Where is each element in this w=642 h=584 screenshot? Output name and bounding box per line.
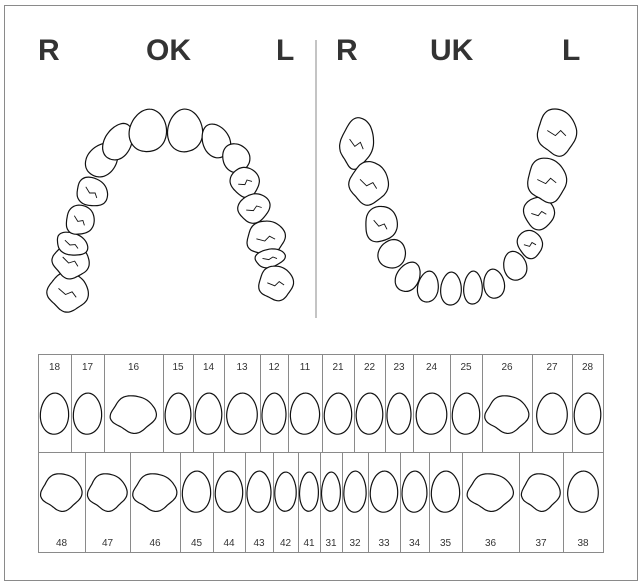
upper-tooth-number: 26 <box>501 362 513 373</box>
upper-arch-tooth <box>66 205 94 234</box>
lower-tooth-number: 34 <box>409 538 421 549</box>
lower-jaw-title: UK <box>430 34 474 67</box>
lower-arch-tooth <box>366 206 398 241</box>
upper-tooth-number: 12 <box>268 362 280 373</box>
lower-right-label: R <box>336 34 358 67</box>
upper-tooth <box>195 393 222 434</box>
upper-tooth <box>40 393 68 434</box>
lower-tooth <box>402 471 427 512</box>
lower-tooth-number: 41 <box>303 538 315 549</box>
upper-tooth <box>387 393 411 434</box>
upper-tooth <box>452 393 479 434</box>
lower-tooth <box>275 472 296 511</box>
lower-tooth-number: 44 <box>223 538 235 549</box>
lower-tooth-number: 36 <box>485 538 497 549</box>
lower-tooth <box>344 471 366 512</box>
upper-tooth <box>73 393 101 434</box>
upper-tooth-number: 28 <box>582 362 594 373</box>
upper-jaw-title: OK <box>146 34 191 67</box>
upper-tooth-number: 13 <box>236 362 248 373</box>
lower-tooth <box>568 471 599 512</box>
lower-tooth-number: 46 <box>149 538 161 549</box>
lower-tooth-number: 45 <box>191 538 203 549</box>
upper-tooth <box>262 393 286 434</box>
upper-left-label: L <box>276 34 294 67</box>
lower-tooth <box>247 471 271 512</box>
lower-tooth-number: 47 <box>102 538 114 549</box>
upper-tooth-number: 16 <box>128 362 140 373</box>
upper-tooth-number: 11 <box>300 362 311 373</box>
lower-tooth-number: 37 <box>535 538 547 549</box>
upper-tooth-number: 22 <box>364 362 376 373</box>
upper-tooth <box>227 393 258 434</box>
lower-tooth-number: 42 <box>280 538 292 549</box>
lower-tooth <box>215 471 242 512</box>
upper-tooth <box>416 393 447 434</box>
lower-tooth-number: 43 <box>253 538 265 549</box>
lower-tooth-number: 32 <box>349 538 361 549</box>
lower-tooth <box>322 472 341 511</box>
upper-tooth-number: 18 <box>49 362 61 373</box>
upper-tooth <box>574 393 601 434</box>
lower-left-label: L <box>562 34 580 67</box>
upper-tooth-number: 25 <box>460 362 472 373</box>
upper-tooth <box>537 393 568 434</box>
upper-tooth <box>165 393 191 434</box>
upper-tooth-number: 27 <box>546 362 558 373</box>
upper-tooth-number: 17 <box>82 362 94 373</box>
lower-tooth-number: 35 <box>440 538 452 549</box>
lower-tooth <box>182 471 210 512</box>
upper-tooth-number: 23 <box>393 362 405 373</box>
upper-tooth <box>356 393 383 434</box>
lower-tooth <box>431 471 459 512</box>
upper-tooth <box>324 393 351 434</box>
lower-tooth-number: 48 <box>56 538 68 549</box>
upper-tooth-number: 24 <box>426 362 438 373</box>
upper-tooth <box>290 393 319 434</box>
lower-tooth <box>370 471 397 512</box>
upper-right-label: R <box>38 34 60 67</box>
lower-tooth <box>300 472 319 511</box>
upper-tooth-number: 21 <box>332 362 344 373</box>
upper-tooth-number: 14 <box>203 362 215 373</box>
lower-tooth-number: 33 <box>378 538 390 549</box>
lower-tooth-number: 31 <box>325 538 337 549</box>
upper-tooth-number: 15 <box>172 362 184 373</box>
lower-tooth-number: 38 <box>577 538 589 549</box>
